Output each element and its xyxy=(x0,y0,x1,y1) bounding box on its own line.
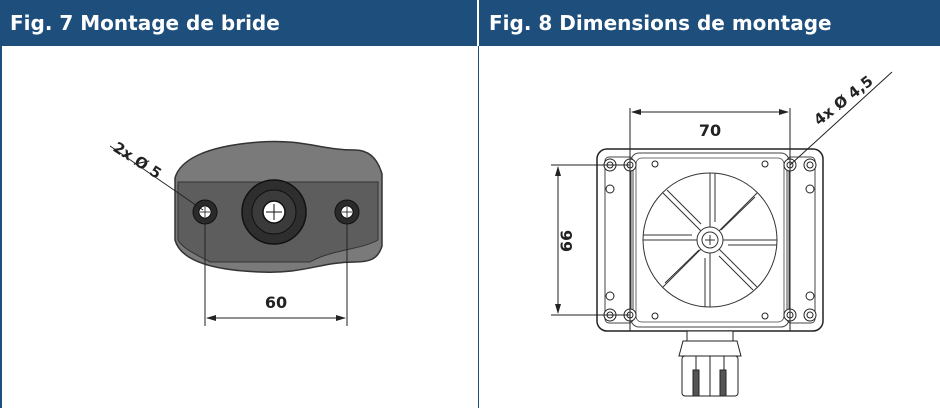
right-mounting-hole xyxy=(334,199,360,225)
hole-leader-line-right xyxy=(789,71,893,166)
cable-gland xyxy=(678,330,742,397)
housing-inner-lid xyxy=(630,152,790,328)
figure-7-panel: Fig. 7 Montage de bride 2x Ø 5 xyxy=(0,0,479,408)
figure-7-title: Fig. 7 Montage de bride xyxy=(0,0,479,46)
left-panel-border xyxy=(0,46,2,408)
dimension-label-60: 60 xyxy=(265,293,287,312)
figure-8-panel: Fig. 8 Dimensions de montage xyxy=(479,0,940,408)
figure-8-title: Fig. 8 Dimensions de montage xyxy=(479,0,940,46)
dimension-label-66: 66 xyxy=(557,230,576,252)
housing-inner-lid-2 xyxy=(635,157,785,323)
dimension-label-70: 70 xyxy=(699,121,721,140)
hole-leader-line xyxy=(109,145,204,211)
housing-inner-left xyxy=(604,156,634,324)
hole-label-right: 4x Ø 4,5 xyxy=(810,72,876,129)
mounting-dimensions-drawing: 70 66 4x Ø 4,5 xyxy=(551,71,893,397)
hole-label-left: 2x Ø 5 xyxy=(110,138,165,182)
flange-mounting-drawing: 2x Ø 5 60 xyxy=(109,138,383,326)
left-mounting-hole xyxy=(192,199,218,225)
sensor-face xyxy=(642,172,778,308)
panel-separator-line xyxy=(478,46,480,408)
housing-inner-right xyxy=(786,156,816,324)
